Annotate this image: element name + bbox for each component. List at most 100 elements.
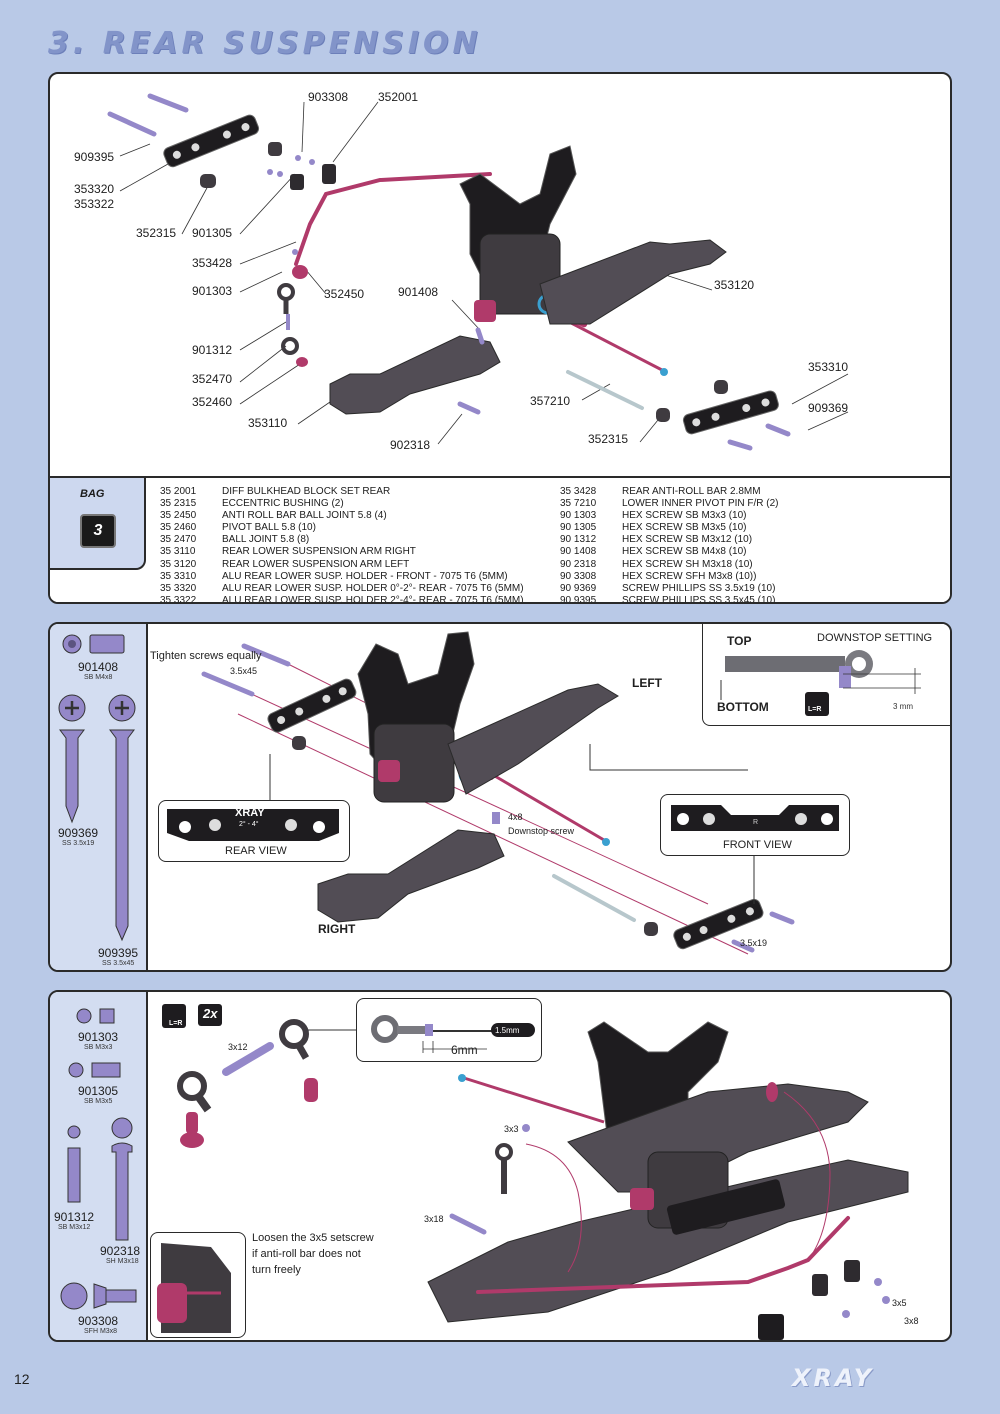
part-description: LOWER INNER PIVOT PIN F/R (2)	[622, 498, 779, 510]
callout-903308: 903308	[308, 90, 349, 104]
part-description: SCREW PHILLIPS SS 3.5x45 (10)	[622, 594, 776, 604]
side-part-902318-spec: SH M3x18	[106, 1258, 139, 1265]
lr-badge: L=R	[808, 706, 822, 713]
tighten-note: Tighten screws equally	[150, 650, 262, 662]
callout-901408: 901408	[398, 285, 439, 299]
left-side-label: LEFT	[632, 676, 662, 690]
lr-badge-icon	[162, 1004, 186, 1028]
part-description: SCREW PHILLIPS SS 3.5x19 (10)	[622, 582, 776, 594]
callout-357210: 357210	[530, 394, 571, 408]
rear-view-label: REAR VIEW	[225, 845, 287, 857]
part-number: 90 1408	[560, 546, 597, 558]
page-number: 12	[14, 1371, 30, 1387]
side-part-901312: 901312	[54, 1210, 95, 1224]
screw-3-5x45: 3.5x45	[230, 666, 258, 676]
callout-353310: 353310	[808, 360, 849, 374]
part-number: 90 9395	[560, 594, 597, 604]
side-part-901408: 901408	[78, 660, 119, 674]
side-part-909395: 909395	[98, 946, 139, 960]
callout-902318: 902318	[390, 438, 431, 452]
part-number: 35 2001	[160, 486, 197, 497]
downstop-label: Downstop screw	[508, 826, 575, 836]
part-number: 35 3322	[160, 594, 197, 604]
brand-logo: XRAY	[792, 1364, 875, 1392]
part-number: 90 9369	[560, 582, 597, 594]
rear-view-inset: XRAY 2° - 4° REAR VIEW	[158, 800, 350, 862]
side-part-901303: 901303	[78, 1030, 119, 1044]
right-side-label: RIGHT	[318, 922, 356, 936]
part-description: ALU REAR LOWER SUSP. HOLDER 2°-4°- REAR …	[222, 594, 524, 604]
front-view-mark: R	[753, 819, 759, 826]
rear-view-angle: 2° - 4°	[239, 821, 259, 828]
loosen-note-line-2: if anti-roll bar does not	[252, 1248, 361, 1260]
callout-353428: 353428	[192, 256, 233, 270]
setscrew-detail-inset	[150, 1232, 246, 1338]
downstop-setting-inset: TOP DOWNSTOP SETTING BOTTOM L=R 3 mm	[702, 624, 950, 726]
parts-row: 90 9395 SCREW PHILLIPS SS 3.5x45 (10)	[560, 594, 779, 604]
part-description: HEX SCREW SB M3x3 (10)	[622, 510, 747, 522]
bag-number: 3	[80, 514, 116, 548]
part-description: HEX SCREW SB M4x8 (10)	[622, 546, 747, 558]
front-view-drawing	[671, 805, 839, 831]
page-title: 3. REAR SUSPENSION	[48, 26, 482, 61]
parts-sidebar-2: 901303 SB M3x3 901305 SB M3x5 901312 SB …	[50, 992, 148, 1340]
part-number: 35 2315	[160, 498, 197, 510]
front-view-label: FRONT VIEW	[723, 839, 792, 851]
parts-row: 35 2470 BALL JOINT 5.8 (8)	[160, 534, 524, 546]
downstop-bottom-label: BOTTOM	[717, 700, 769, 714]
anti-roll-bar-panel: 901303 SB M3x3 901305 SB M3x5 901312 SB …	[48, 990, 952, 1342]
downstop-top-label: TOP	[727, 634, 752, 648]
callout-352315-upper: 352315	[136, 226, 177, 240]
exploded-view-panel: 903308 352001 909395 353320 353322 35231…	[48, 72, 952, 604]
lr-badge-text: L=R	[169, 1020, 183, 1027]
callout-352315-lower: 352315	[588, 432, 629, 446]
screw-3x3: 3x3	[504, 1124, 519, 1134]
qty-badge-text: 2x	[203, 1006, 218, 1021]
callout-909369: 909369	[808, 401, 849, 415]
callout-353322: 353322	[74, 197, 115, 211]
arm-assembly-drawing	[201, 631, 795, 955]
callout-352470: 352470	[192, 372, 233, 386]
setscrew-detail-drawing	[157, 1243, 231, 1333]
part-number: 90 3308	[560, 570, 597, 582]
part-number: 35 3120	[160, 558, 197, 570]
lower-arm-assembly-panel: 901408 SB M4x8 909369 SS 3.5x19 909395 S…	[48, 622, 952, 972]
part-number: 90 1312	[560, 534, 597, 546]
part-number: 35 2470	[160, 534, 197, 546]
screw-3x5: 3x5	[892, 1298, 907, 1308]
tool-size: 1.5mm	[495, 1026, 520, 1035]
downstop-title: DOWNSTOP SETTING	[817, 632, 933, 644]
rear-view-drawing	[167, 809, 339, 841]
parts-row: 35 3322 ALU REAR LOWER SUSP. HOLDER 2°-4°…	[160, 594, 524, 604]
part-description: REAR LOWER SUSPENSION ARM RIGHT	[222, 546, 416, 558]
part-description: PIVOT BALL 5.8 (10)	[222, 522, 316, 534]
side-part-901408-spec: SB M4x8	[84, 674, 113, 681]
screw-3x12: 3x12	[228, 1042, 248, 1052]
bag-indicator: BAG 3	[50, 478, 146, 570]
screw-3x18: 3x18	[424, 1214, 444, 1224]
parts-row: 90 1408 HEX SCREW SB M4x8 (10)	[560, 546, 779, 558]
part-number: 35 3320	[160, 582, 197, 594]
side-part-901303-spec: SB M3x3	[84, 1044, 113, 1051]
screw-3-5x19: 3.5x19	[740, 938, 768, 948]
parts-row: 90 9369 SCREW PHILLIPS SS 3.5x19 (10)	[560, 583, 779, 595]
part-description: HEX SCREW SH M3x18 (10)	[622, 558, 753, 570]
side-part-903308-spec: SFH M3x8	[84, 1328, 118, 1335]
part-number: 35 3428	[560, 486, 597, 497]
part-description: ALU REAR LOWER SUSP. HOLDER 0°-2°- REAR …	[222, 582, 524, 594]
part-number: 35 2450	[160, 510, 197, 522]
side-part-902318: 902318	[100, 1244, 141, 1258]
part-description: BALL JOINT 5.8 (8)	[222, 534, 310, 546]
exploded-assembly-drawing	[107, 93, 849, 451]
qty-badge-icon	[198, 1004, 222, 1026]
callout-353320: 353320	[74, 182, 115, 196]
